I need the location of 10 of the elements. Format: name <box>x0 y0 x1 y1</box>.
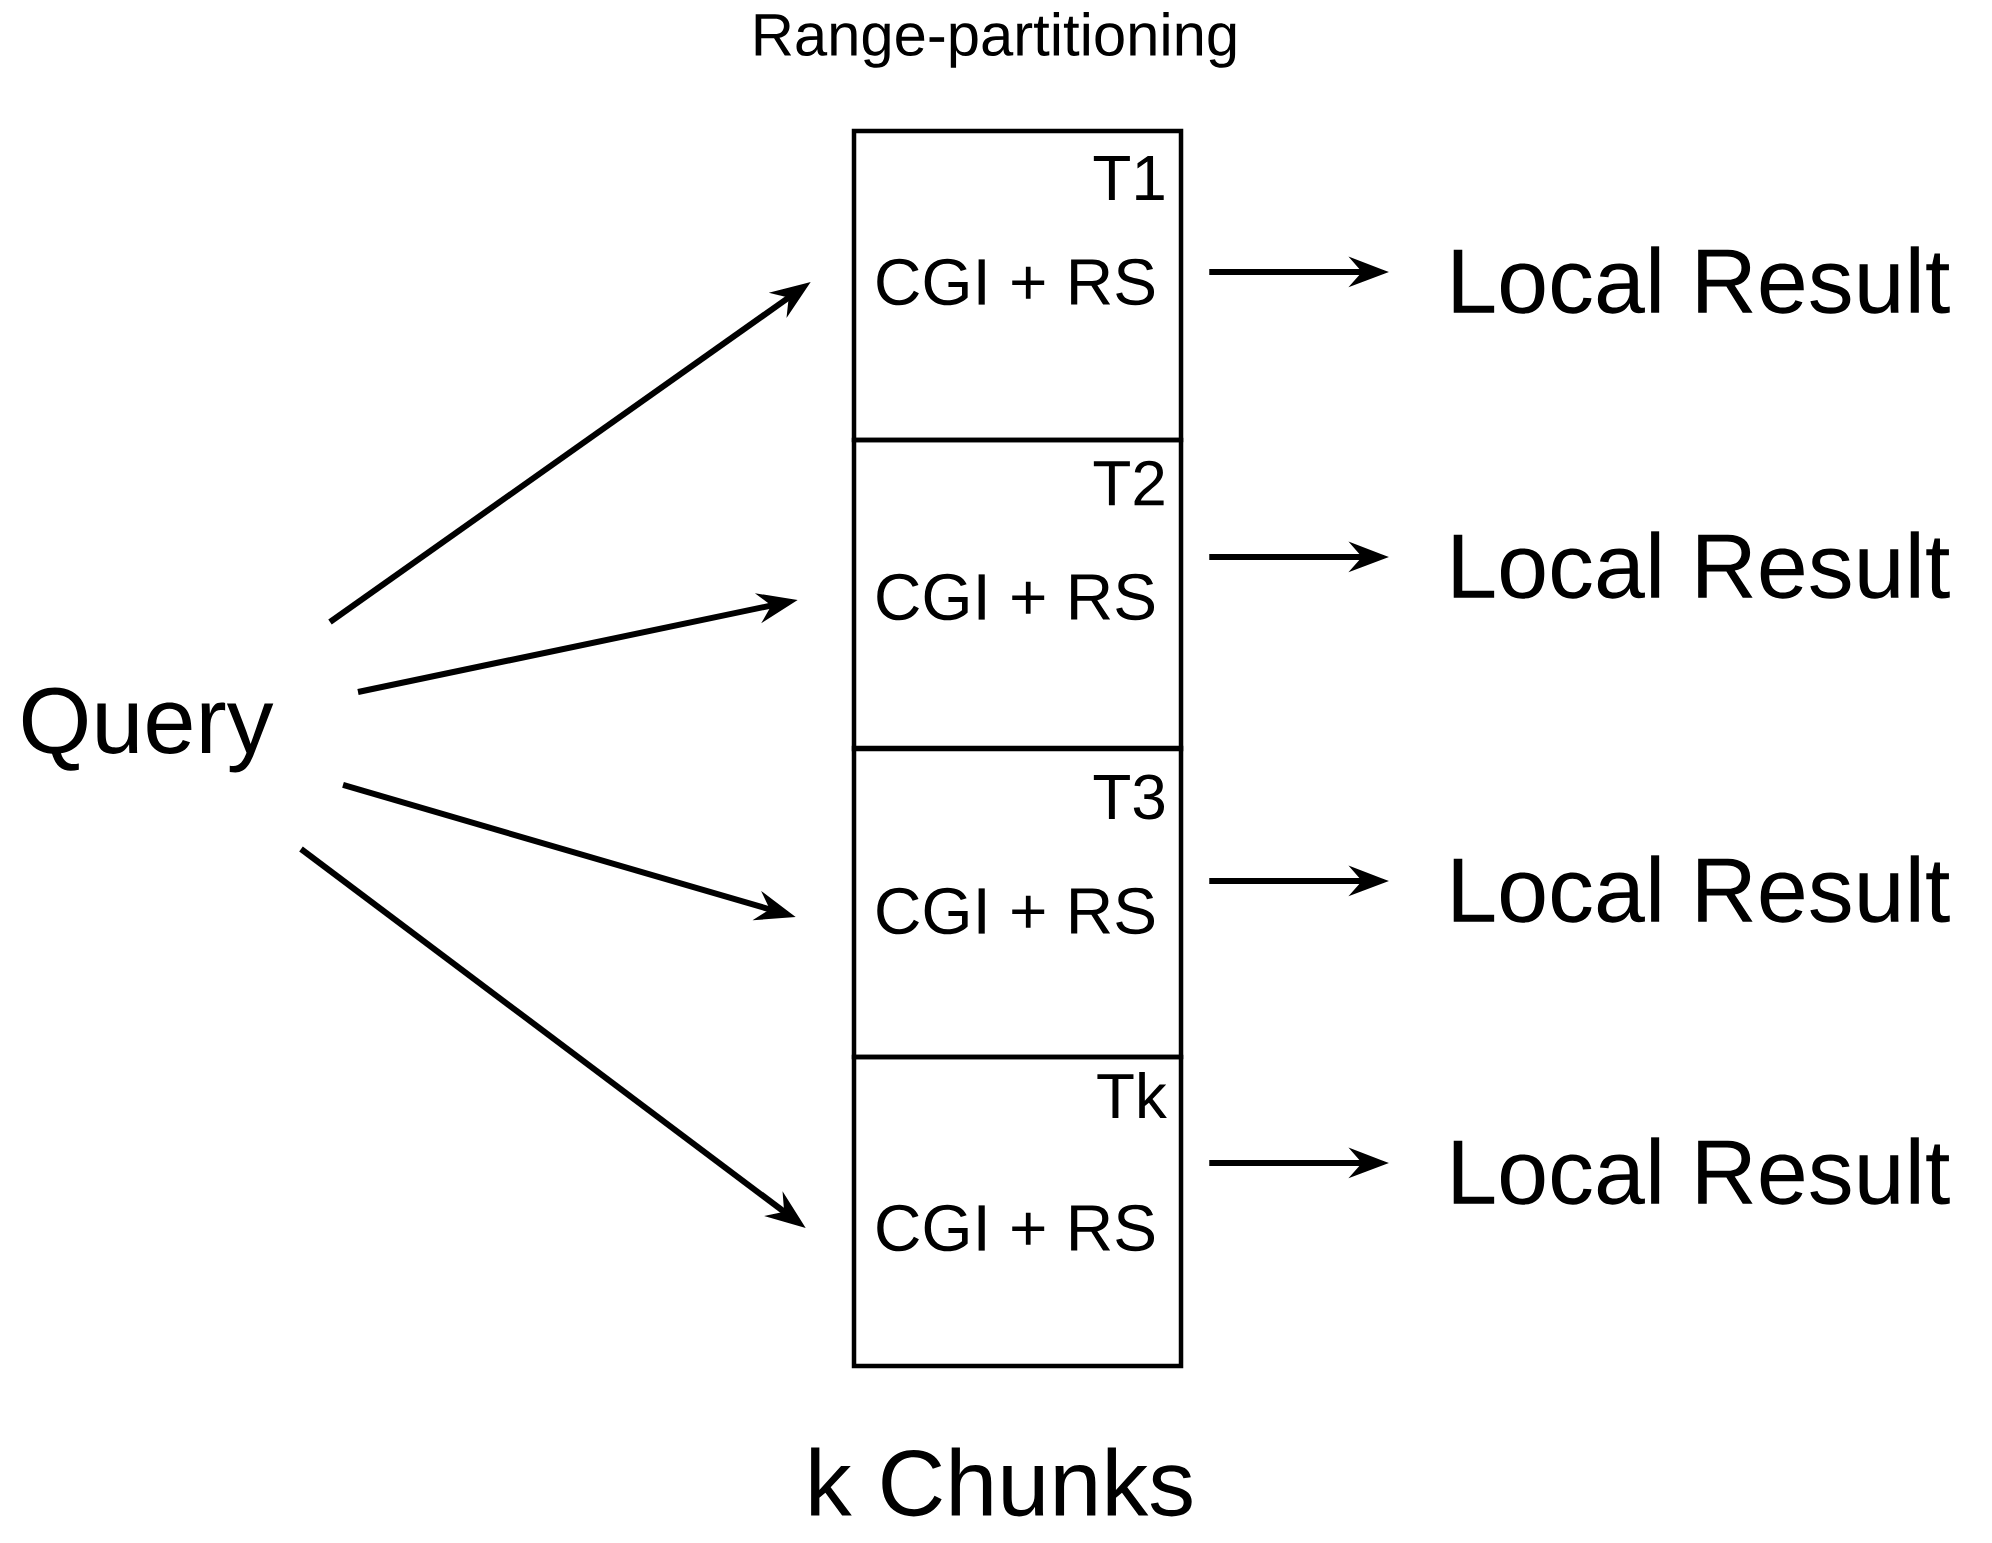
chunk-box: Tk CGI + RS <box>851 1054 1184 1369</box>
title: Range-partitioning <box>755 12 1236 68</box>
result-text: Local Result <box>1453 855 1950 923</box>
label-text: Query <box>22 687 274 773</box>
chunk-box: T1 CGI + RS <box>851 128 1184 443</box>
chunk-box: T2 CGI + RS <box>851 437 1184 752</box>
result-text: Local Result <box>1453 531 1950 599</box>
chunk-box: T3 CGI + RS <box>851 745 1184 1060</box>
result-text: Local Result <box>1453 1137 1950 1205</box>
result-text: Local Result <box>1453 246 1950 314</box>
